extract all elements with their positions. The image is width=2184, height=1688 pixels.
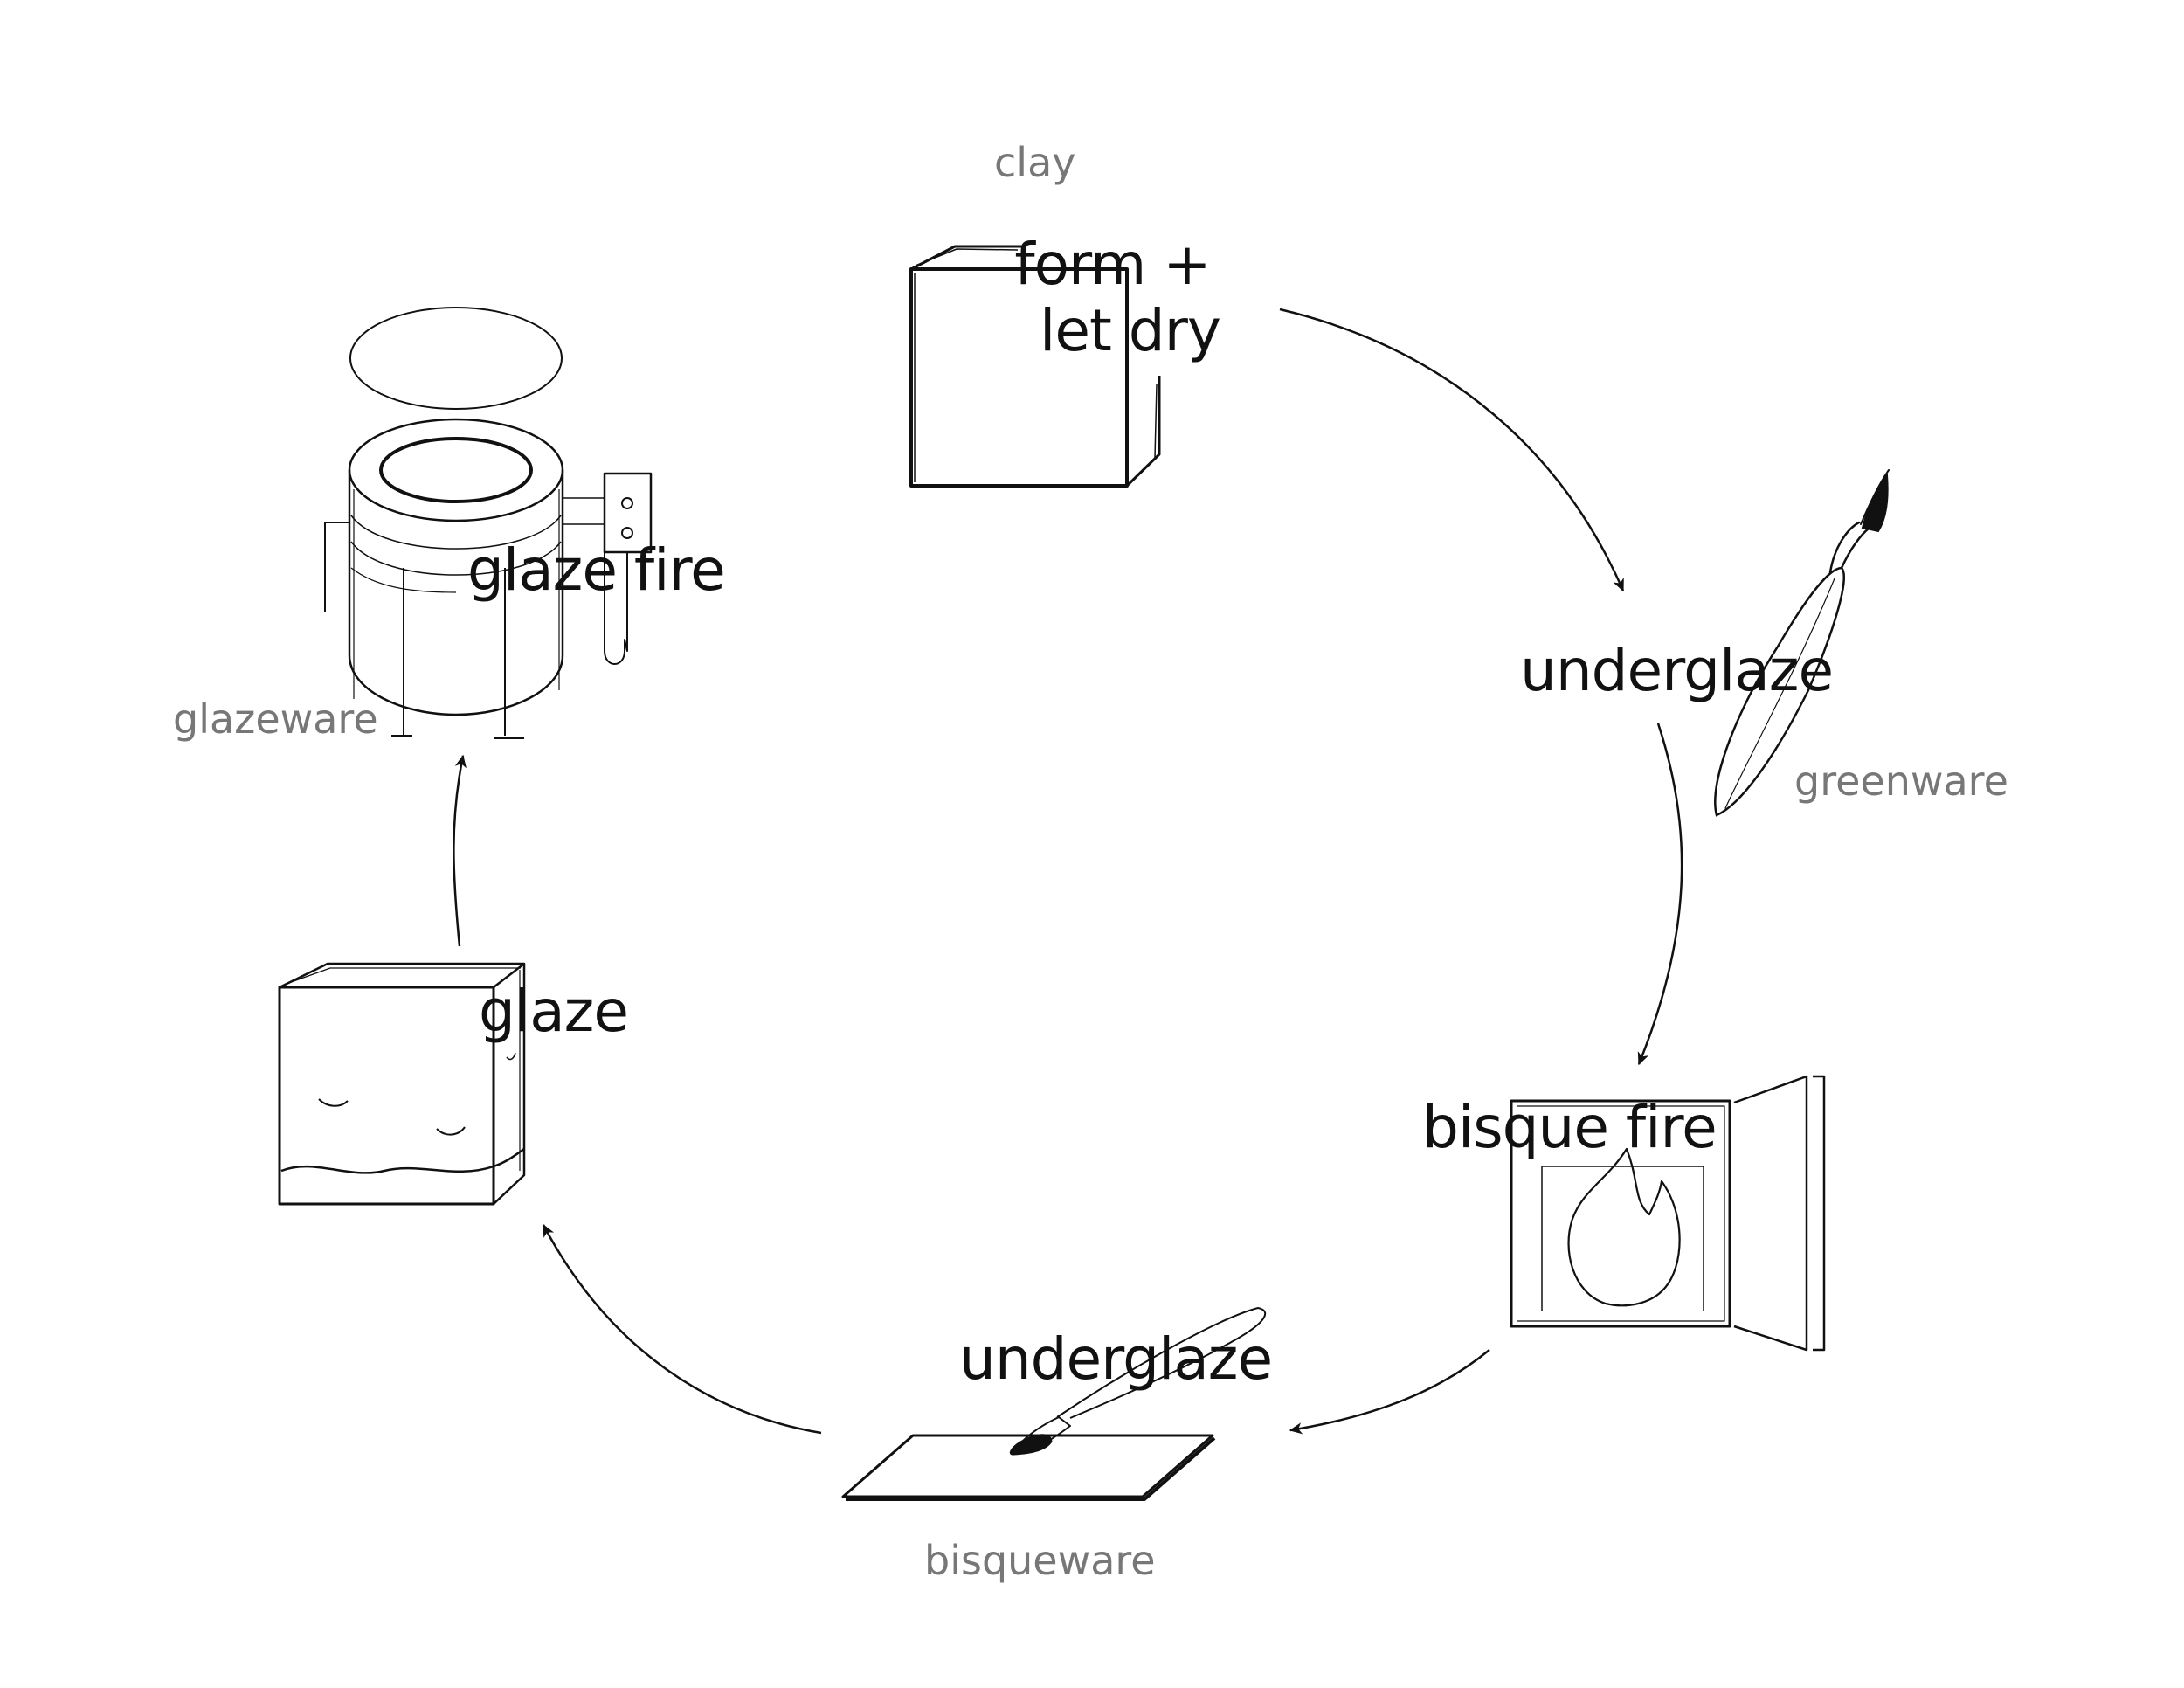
paintbrush-icon	[1714, 469, 1890, 817]
state-label-greenware: greenware	[1794, 758, 2008, 805]
arrow-bisque-to-bisqueware	[1289, 1349, 1490, 1435]
state-label-bisqueware: bisqueware	[924, 1537, 1156, 1584]
step-label-glaze-fire: glaze fire	[467, 536, 726, 604]
step-label-line-1: form +	[1014, 231, 1211, 298]
kiln-flame-icon	[1510, 1075, 1826, 1352]
step-label-underglaze-bisqueware: underglaze	[959, 1325, 1273, 1393]
glazed-cube-icon	[278, 962, 526, 1206]
clay-block-icon	[909, 245, 1161, 488]
brush-on-tile-icon	[841, 1307, 1267, 1501]
step-label-line-2: let dry	[1040, 296, 1221, 364]
step-label-bisque-fire: bisque fire	[1422, 1094, 1717, 1161]
step-label-glaze: glaze	[479, 978, 629, 1045]
arrow-bisqueware-to-glaze	[542, 1223, 822, 1435]
step-label-form-let-dry: form + let dry	[1005, 231, 1221, 364]
arrow-glaze-to-glazeware	[453, 754, 467, 947]
electric-kiln-icon	[324, 307, 653, 739]
step-label-underglaze-greenware: underglaze	[1520, 637, 1834, 704]
arrow-clay-to-greenware	[1279, 308, 1625, 592]
state-label-glazeware: glazeware	[173, 695, 378, 743]
arrow-greenware-to-bisque	[1637, 723, 1683, 1066]
state-label-clay: clay	[994, 139, 1076, 186]
